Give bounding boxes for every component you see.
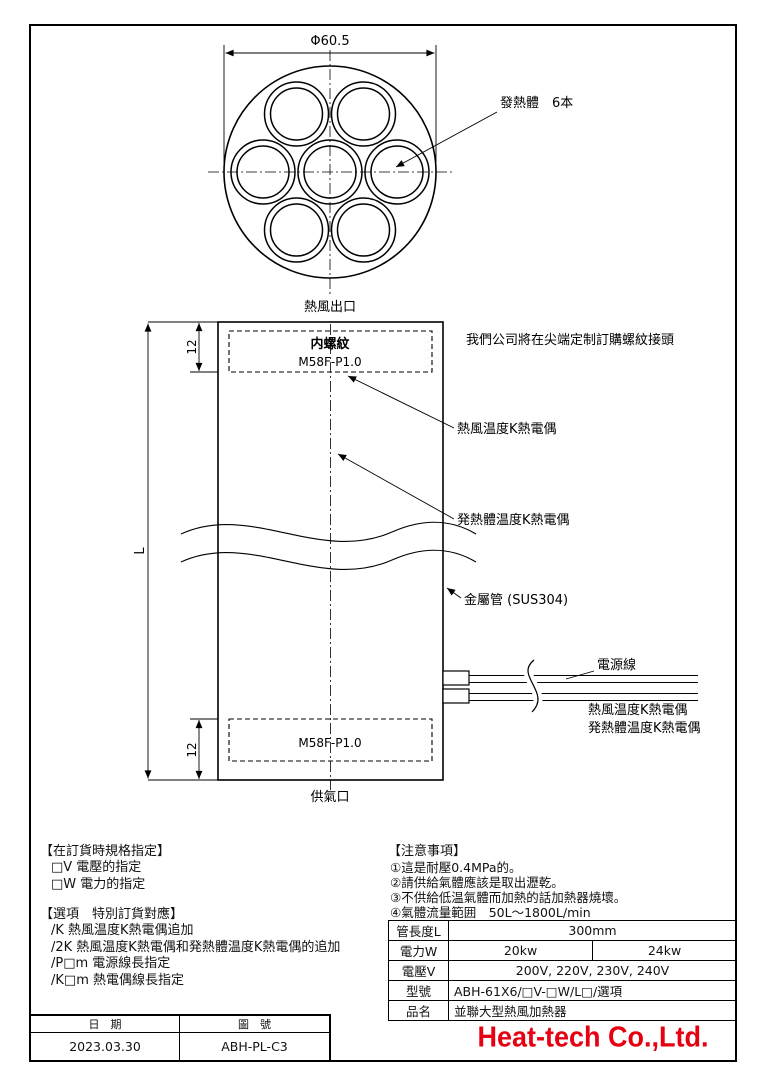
dim-length-label: L (133, 547, 148, 555)
drawing-border-frame (29, 24, 737, 1062)
tube-outline-circle (223, 65, 437, 279)
tc-air-leader (347, 375, 455, 429)
thread-title-label: 内螺紋 (310, 336, 350, 352)
tube-material-leader (446, 587, 462, 599)
order-spec-section: 【在訂貨時規格指定】 □V 電壓的指定 □W 電力的指定 (40, 843, 170, 893)
note-item: ①這是耐壓0.4MPa的。 (390, 860, 522, 875)
spec-value-cell: 200V, 220V, 230V, 240V (448, 960, 737, 981)
tube-material-label: 金屬管 (SUS304) (464, 592, 568, 608)
spec-label-cell: 電力W (388, 940, 449, 961)
options-item: /2K 熱風温度K熱電偶和発熱體温度K熱電偶的追加 (51, 939, 341, 955)
heater-callout-label: 發熱體 6本 (500, 96, 573, 111)
company-logo: Heat-tech Co.,Ltd. (477, 1021, 709, 1053)
tc-heater-leader (337, 453, 455, 520)
dimension-lines (144, 321, 218, 781)
note-item: ④氣體流量範囲 50L〜1800L/min (390, 905, 591, 920)
tube-front-view: 熱風出口 内螺紋 M58F-P1.0 M58F-P1.0 供氣口 (133, 300, 701, 805)
spec-value-cell: 20kw (448, 940, 593, 961)
date-header: 日 期 (31, 1016, 180, 1033)
dim-12-top-label: 12 (185, 339, 199, 354)
spec-value-cell: 24kw (592, 940, 737, 961)
heater-element-circles (230, 81, 430, 263)
tc-heater-label: 発熱體温度K熱電偶 (457, 512, 570, 528)
table-row: 型號 ABH-61X6/□V-□W/L□/選項 (388, 980, 737, 1001)
order-spec-item: □V 電壓的指定 (51, 860, 142, 875)
cable-exit: 電源線 熱風温度K熱電偶 発熱體温度K熱電偶 (442, 656, 701, 736)
bottom-thread-section (228, 718, 433, 762)
title-block: 日 期 圖 號 2023.03.30 ABH-PL-C3 (29, 1014, 331, 1062)
dim-12-bottom-label: 12 (185, 742, 199, 757)
wire-tc-air-label: 熱風温度K熱電偶 (588, 702, 688, 718)
break-lines (180, 521, 477, 570)
tube-cross-section-view: Φ60.5 發熱體 6本 (208, 34, 573, 294)
table-row: 管長度L 300mm (388, 920, 737, 941)
power-cable-leader (565, 670, 595, 680)
drawing-canvas: Φ60.5 發熱體 6本 熱風出口 内螺紋 M58F-P1.0 M58F-P1.… (133, 34, 701, 805)
drawing-no-value: ABH-PL-C3 (221, 1039, 288, 1054)
note-item: ③不供給低温氣體而加熱的話加熱器燒壞。 (390, 890, 627, 905)
note-item: ②請供給氣體應該是取出瀝乾。 (390, 875, 564, 890)
heater-callout-leader (395, 111, 498, 168)
options-item: /K 熱風温度K熱電偶追加 (51, 923, 194, 938)
order-spec-item: □W 電力的指定 (51, 876, 146, 892)
spec-table: 管長度L 300mm 電力W 20kw 24kw 電壓V 200V, 220V,… (388, 920, 737, 1021)
spec-label-cell: 管長度L (388, 920, 449, 941)
table-row: 品名 並聯大型熱風加熱器 (388, 1000, 737, 1021)
thread-spec-bottom-label: M58F-P1.0 (298, 736, 361, 750)
spec-label-cell: 品名 (388, 1000, 449, 1021)
spec-label-cell: 電壓V (388, 960, 449, 981)
thread-spec-top-label: M58F-P1.0 (298, 355, 361, 369)
diameter-dimension-lines (223, 45, 437, 162)
tc-air-label: 熱風温度K熱電偶 (457, 421, 557, 437)
power-cable-label: 電源線 (597, 657, 636, 673)
spec-value-cell: ABH-61X6/□V-□W/L□/選項 (448, 980, 737, 1001)
tip-note-label: 我們公司將在尖端定制訂購螺紋接頭 (466, 332, 674, 348)
table-row: 電力W 20kw 24kw (388, 940, 737, 961)
drawing-no-header: 圖 號 (180, 1016, 329, 1033)
notes-title: 【注意事項】 (388, 844, 467, 859)
top-thread-section (228, 330, 433, 373)
options-title: 【選項 特別訂貨對應】 (40, 907, 184, 922)
spec-label-cell: 型號 (388, 980, 449, 1001)
diameter-label: Φ60.5 (310, 34, 349, 49)
table-row: 電壓V 200V, 220V, 230V, 240V (388, 960, 737, 981)
options-section: 【選項 特別訂貨對應】 /K 熱風温度K熱電偶追加 /2K 熱風温度K熱電偶和発… (40, 906, 340, 989)
center-lines (208, 50, 452, 294)
notes-section: 【注意事項】 ①這是耐壓0.4MPa的。 ②請供給氣體應該是取出瀝乾。 ③不供給… (388, 843, 626, 920)
spec-value-cell: 並聯大型熱風加熱器 (448, 1000, 737, 1021)
options-item: /K□m 熱電偶線長指定 (51, 972, 184, 988)
wire-break-line (527, 659, 539, 713)
wire-tc-heater-label: 発熱體温度K熱電偶 (588, 720, 701, 736)
date-value: 2023.03.30 (31, 1033, 180, 1060)
spec-value-cell: 300mm (448, 920, 737, 941)
order-spec-title: 【在訂貨時規格指定】 (40, 844, 171, 859)
wire-break-mask (523, 656, 543, 716)
outlet-label: 熱風出口 (304, 300, 356, 315)
options-item: /P□m 電源線長指定 (51, 956, 171, 971)
inlet-label: 供氣口 (310, 790, 349, 805)
